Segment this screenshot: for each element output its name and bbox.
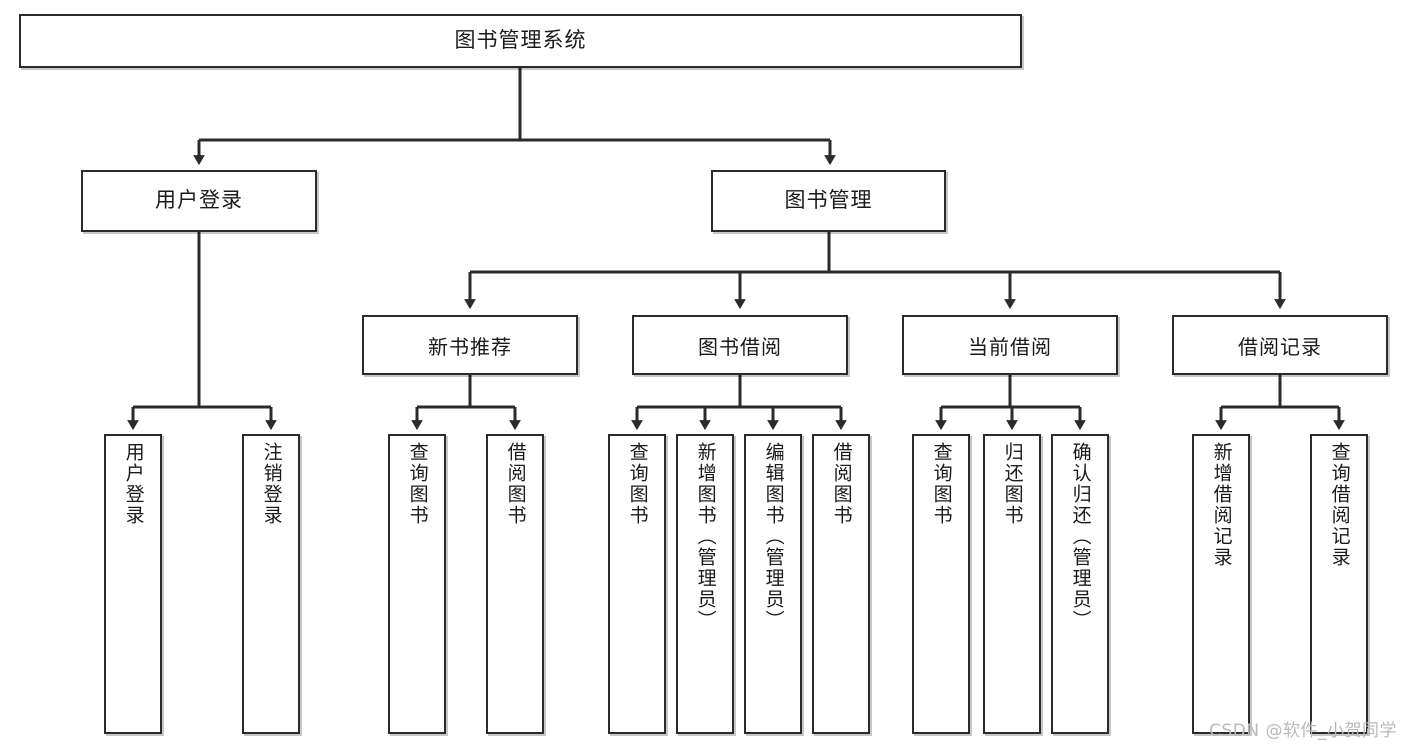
node-leaf-query-book-2-label: 查询图书 [626,442,649,526]
node-leaf-user-login-label: 用户登录 [122,442,145,526]
node-user-login[interactable]: 用户登录 [81,170,317,232]
node-leaf-query-record-label: 查询借阅记录 [1328,442,1351,568]
node-leaf-query-book-1-label: 查询图书 [406,442,429,526]
node-new-book-rec-label: 新书推荐 [428,334,512,359]
node-leaf-confirm-return[interactable]: 确认归还（管理员） [1051,434,1109,734]
edge-group-current-borrow [935,375,1086,431]
node-book-manage-label: 图书管理 [784,188,873,213]
edge-group-new-book-rec [411,375,521,431]
node-current-borrow[interactable]: 当前借阅 [902,315,1118,375]
edge-group-borrow-record [1215,375,1345,431]
node-leaf-query-record[interactable]: 查询借阅记录 [1310,434,1368,734]
edge-group-book-borrow [631,375,847,431]
node-current-borrow-label: 当前借阅 [968,334,1052,359]
node-leaf-borrow-book-1-label: 借阅图书 [504,442,527,526]
node-leaf-query-book-2[interactable]: 查询图书 [608,434,666,734]
node-leaf-borrow-book-2-label: 借阅图书 [830,442,853,526]
node-new-book-rec[interactable]: 新书推荐 [362,315,578,375]
node-root-label: 图书管理系统 [454,28,587,53]
csdn-watermark: CSDN @软件_小贺同学 [1209,721,1397,741]
node-user-login-label: 用户登录 [155,188,243,213]
node-leaf-confirm-return-label: 确认归还（管理员） [1069,442,1092,631]
node-leaf-edit-book-label: 编辑图书（管理员） [762,442,785,631]
edge-group-root [193,68,836,166]
node-leaf-borrow-book-1[interactable]: 借阅图书 [486,434,544,734]
edge-group-user-login [127,232,277,431]
node-leaf-user-logout-label: 注销登录 [260,442,283,526]
node-root[interactable]: 图书管理系统 [19,14,1022,68]
node-borrow-record-label: 借阅记录 [1238,334,1322,359]
node-book-borrow-label: 图书借阅 [698,334,782,359]
node-leaf-add-book[interactable]: 新增图书（管理员） [676,434,734,734]
node-borrow-record[interactable]: 借阅记录 [1172,315,1388,375]
node-leaf-return-book-label: 归还图书 [1001,442,1024,526]
node-leaf-query-book-3[interactable]: 查询图书 [912,434,970,734]
node-leaf-user-login[interactable]: 用户登录 [104,434,162,734]
node-leaf-add-book-label: 新增图书（管理员） [694,442,717,631]
node-leaf-query-book-3-label: 查询图书 [930,442,953,526]
node-leaf-add-record-label: 新增借阅记录 [1210,442,1233,568]
node-leaf-user-logout[interactable]: 注销登录 [242,434,300,734]
node-leaf-borrow-book-2[interactable]: 借阅图书 [812,434,870,734]
node-book-borrow[interactable]: 图书借阅 [632,315,848,375]
node-leaf-return-book[interactable]: 归还图书 [983,434,1041,734]
node-book-manage[interactable]: 图书管理 [711,170,946,232]
node-leaf-edit-book[interactable]: 编辑图书（管理员） [744,434,802,734]
node-leaf-add-record[interactable]: 新增借阅记录 [1192,434,1250,734]
node-leaf-query-book-1[interactable]: 查询图书 [388,434,446,734]
edge-group-book-manage [464,232,1286,310]
